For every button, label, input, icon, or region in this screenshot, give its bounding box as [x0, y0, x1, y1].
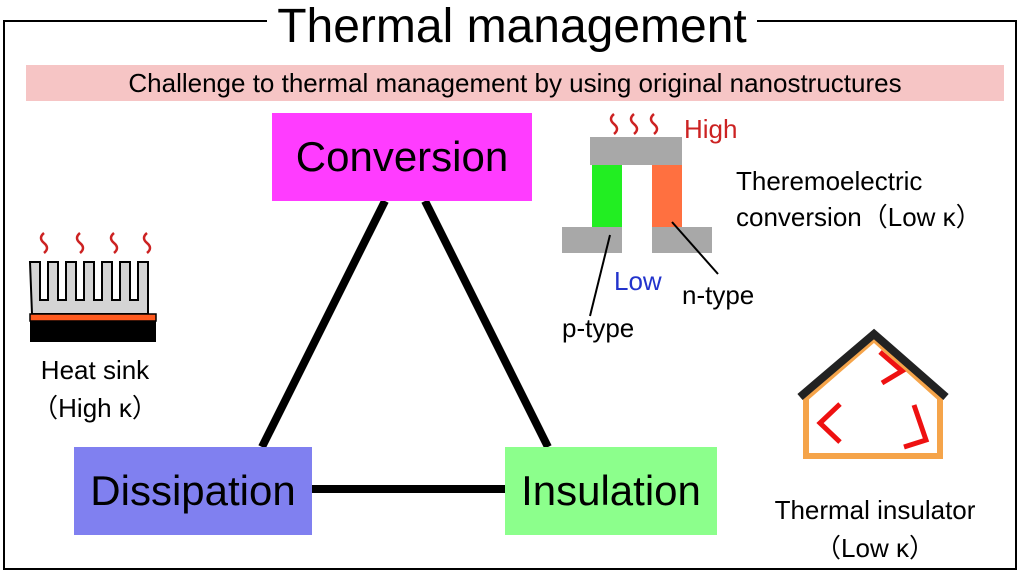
edge-conversion-insulation: [421, 199, 552, 449]
label-low: Low: [614, 266, 662, 296]
label-high: High: [684, 114, 738, 144]
label-thermoelectric-line2: conversion（Low κ）: [736, 202, 982, 232]
label-heat-sink-kappa: （High κ）: [32, 393, 158, 423]
label-thermal-insulator: Thermal insulator: [774, 495, 976, 525]
label-n-type: n-type: [682, 280, 755, 310]
thermoelectric-module-icon: [562, 113, 719, 317]
label-thermoelectric-line1: Theremoelectric: [736, 166, 923, 196]
house-insulator-icon: [797, 328, 949, 459]
label-p-type: p-type: [562, 313, 635, 343]
heat-sink-icon: [28, 232, 157, 342]
label-heat-sink: Heat sink: [40, 355, 150, 385]
edge-conversion-dissipation: [258, 199, 389, 449]
subtitle-banner: Challenge to thermal management by using…: [26, 65, 1004, 101]
page-title: Thermal management: [0, 0, 1024, 56]
node-conversion: Conversion: [272, 113, 532, 201]
node-dissipation: Dissipation: [74, 447, 312, 535]
label-insulator-kappa: （Low κ）: [815, 533, 935, 563]
node-insulation: Insulation: [505, 447, 717, 535]
